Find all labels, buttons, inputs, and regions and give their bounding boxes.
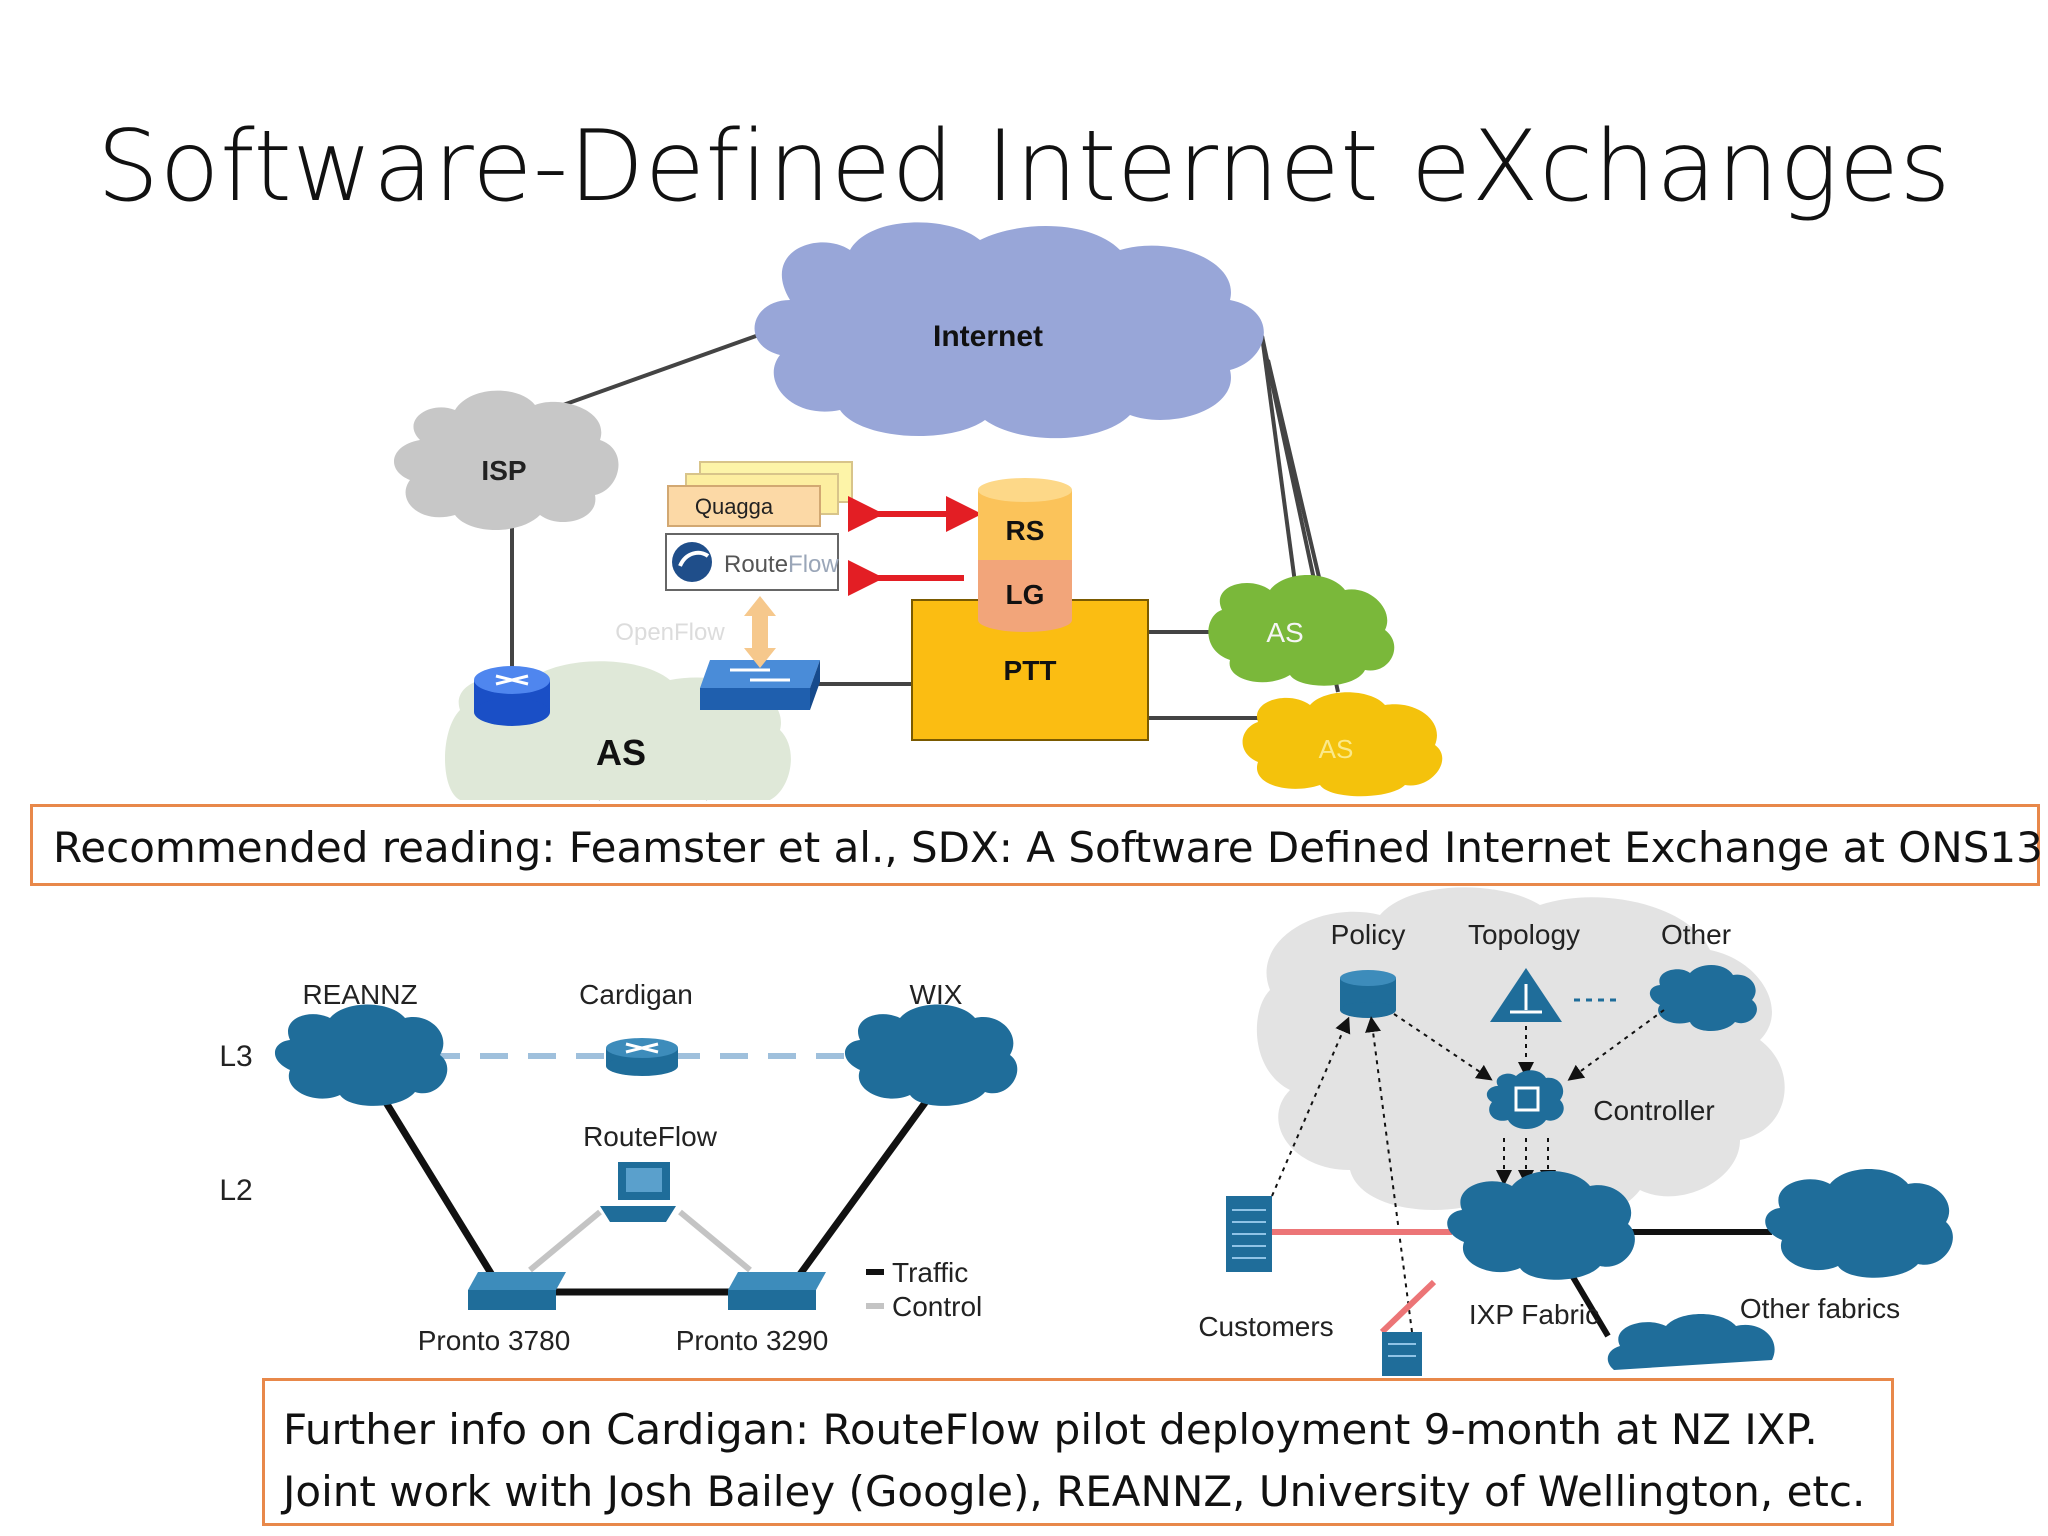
as-left-label: AS (596, 732, 646, 773)
openflow-label: OpenFlow (615, 619, 725, 646)
other-fabrics-label: Other fabrics (1740, 1293, 1900, 1324)
other-fabrics-cloud-icon (1765, 1169, 1953, 1278)
wix-cloud-icon (844, 1004, 1018, 1106)
cardigan-diagram: REANNZ Cardigan WIX L3 L2 RouteFlow (219, 979, 1018, 1356)
top-diagram: Internet ISP AS OpenFlow (393, 222, 1443, 801)
further-info-line-2: Joint work with Josh Bailey (Google), RE… (283, 1467, 1866, 1516)
policy-database-icon (1340, 970, 1396, 1018)
l3-label: L3 (219, 1040, 252, 1073)
routeflow-logo-suffix: Flow (788, 551, 839, 578)
lg-label: LG (1006, 579, 1045, 610)
customers-server-icon (1226, 1196, 1272, 1272)
openflow-switch-icon (700, 660, 820, 710)
red-arrows (848, 496, 982, 596)
ixp-fabric-cloud-icon (1447, 1171, 1635, 1280)
as-green-cloud: AS (1208, 575, 1395, 686)
reannz-label: REANNZ (302, 979, 417, 1010)
ixp-fabric-label: IXP Fabric (1469, 1299, 1599, 1330)
as-yellow-cloud: AS (1242, 692, 1443, 797)
as-yellow-cloud-shape (1242, 692, 1443, 797)
further-info-line-1: Further info on Cardigan: RouteFlow pilo… (283, 1405, 1818, 1454)
openflow-arrow (744, 596, 776, 668)
topology-label: Topology (1468, 919, 1580, 950)
rs-label: RS (1006, 515, 1045, 546)
customers-server-icon-2 (1382, 1332, 1422, 1376)
routeflow-logo-prefix: Route (724, 551, 788, 578)
as-green-cloud-shape (1208, 575, 1395, 686)
fabric-link-2 (1567, 1270, 1611, 1338)
pronto-3290-label: Pronto 3290 (676, 1325, 829, 1356)
internet-label: Internet (933, 320, 1043, 353)
routeflow-logo: RouteFlow (665, 533, 839, 591)
controller-arrows (1271, 1009, 1665, 1333)
customer-link-2 (1379, 1279, 1437, 1335)
routeflow-pc-icon (600, 1162, 676, 1222)
router-icon (474, 666, 550, 726)
pronto-3290-icon (728, 1272, 826, 1310)
customers-label: Customers (1198, 1311, 1333, 1342)
other-cloud-icon (1649, 964, 1757, 1031)
internet-cloud-shape (754, 222, 1264, 439)
cardigan-router-icon (606, 1038, 678, 1076)
rs-lg-cylinder: RS LG (978, 478, 1072, 632)
other-label: Other (1661, 919, 1731, 950)
isp-cloud: ISP (393, 390, 619, 530)
cardigan-legend: Traffic Control (866, 1257, 982, 1322)
internet-cloud: Internet (754, 222, 1264, 439)
policy-label: Policy (1331, 919, 1406, 950)
quagga-label: Quagga (695, 494, 774, 519)
ptt-label: PTT (1004, 655, 1057, 686)
isp-cloud-shape (393, 390, 619, 530)
routeflow-logo-label: RouteFlow (724, 551, 839, 578)
cardigan-links (379, 1053, 933, 1296)
ixp-background-cloud (1256, 887, 1785, 1222)
pronto-3780-icon (468, 1272, 566, 1310)
isp-label: ISP (481, 455, 526, 486)
legend-control: Control (892, 1291, 982, 1322)
as-green-label: AS (1266, 617, 1303, 648)
l2-label: L2 (219, 1174, 252, 1207)
quagga-stack: Quagga (667, 461, 853, 527)
topology-icon (1490, 968, 1562, 1022)
controller-label: Controller (1593, 1095, 1714, 1126)
legend-traffic: Traffic (892, 1257, 968, 1288)
controller-icon (1486, 1070, 1564, 1129)
recommended-reading-box: Recommended reading: Feamster et al., SD… (30, 804, 2043, 886)
further-info-box: Further info on Cardigan: RouteFlow pilo… (262, 1378, 1894, 1526)
routeflow-label: RouteFlow (583, 1121, 718, 1152)
pronto-3780-label: Pronto 3780 (418, 1325, 571, 1356)
bottom-fabric-cloud-icon (1607, 1314, 1775, 1370)
slide-title: Software-Defined Internet eXchanges (96, 110, 1952, 224)
recommended-reading-text: Recommended reading: Feamster et al., SD… (53, 823, 2043, 872)
reannz-cloud-icon (274, 1004, 448, 1106)
as-yellow-label: AS (1319, 734, 1354, 764)
cardigan-label: Cardigan (579, 979, 693, 1010)
ixp-diagram: Policy Topology Other (1198, 887, 1953, 1376)
